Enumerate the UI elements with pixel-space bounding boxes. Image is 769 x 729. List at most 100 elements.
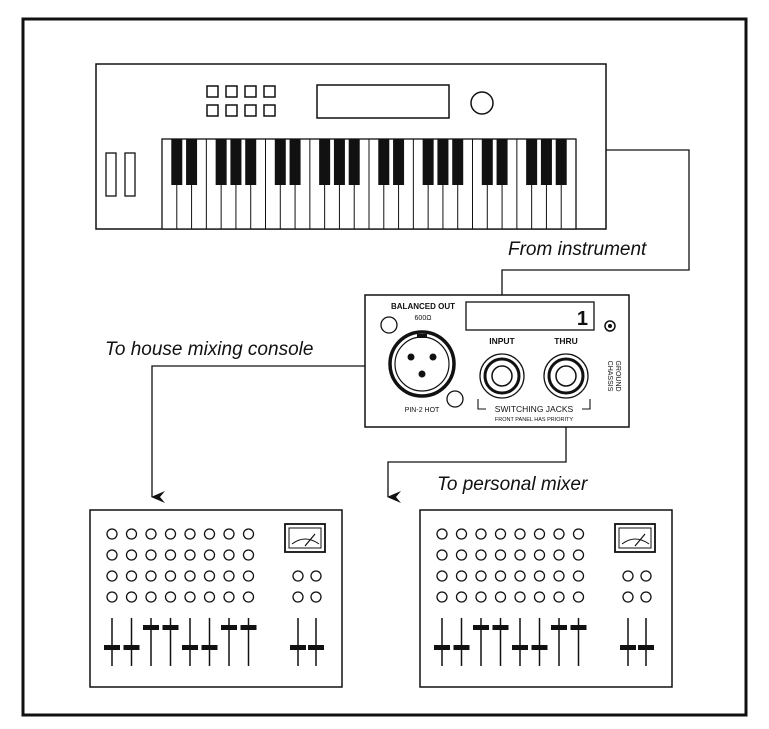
front-panel-priority-label: FRONT PANEL HAS PRIORITY xyxy=(495,417,573,423)
keyboard-button xyxy=(206,85,219,98)
di-box: BALANCED OUT 600Ω PIN-2 HOT 1 INPUT THRU xyxy=(364,294,630,428)
channel-knob xyxy=(203,549,216,561)
channel-knob xyxy=(125,549,138,561)
channel-knob xyxy=(572,570,585,582)
channel-knob xyxy=(553,549,565,561)
channel-knob xyxy=(436,570,448,582)
black-key xyxy=(230,139,242,185)
channel-knob xyxy=(572,549,585,561)
thru-jack[interactable] xyxy=(543,353,589,399)
channel-knob xyxy=(572,528,585,540)
channel-knob xyxy=(203,570,216,582)
channel-knob xyxy=(106,528,118,540)
fader-cap xyxy=(453,645,470,650)
fader-cap xyxy=(240,625,257,630)
level-meter-face xyxy=(288,527,322,549)
keyboard-button xyxy=(244,85,257,98)
channel-knob xyxy=(145,528,157,540)
fader-cap xyxy=(512,645,528,650)
fader-cap xyxy=(473,625,489,630)
channel-knob xyxy=(164,591,177,603)
black-key xyxy=(422,139,434,185)
channel-knob xyxy=(184,528,196,540)
channel-knob xyxy=(164,528,177,540)
keyboard-knob xyxy=(470,91,494,115)
pitch-wheel-right xyxy=(124,152,136,197)
level-meter-face xyxy=(618,527,652,549)
black-key xyxy=(378,139,390,185)
impedance-label: 600Ω xyxy=(415,315,432,322)
black-key xyxy=(393,139,405,185)
meter-needle xyxy=(304,533,316,547)
xlr-output-connector[interactable] xyxy=(388,330,456,398)
master-knob xyxy=(622,591,634,603)
channel-knob xyxy=(203,528,216,540)
black-key xyxy=(540,139,552,185)
channel-knob xyxy=(455,528,468,540)
channel-knob xyxy=(125,570,138,582)
channel-knob xyxy=(203,591,216,603)
black-key xyxy=(274,139,286,185)
black-key xyxy=(171,139,183,185)
channel-knob xyxy=(184,570,196,582)
channel-knob xyxy=(106,591,118,603)
master-knob xyxy=(310,591,322,603)
master-knob xyxy=(310,570,322,582)
channel-knob xyxy=(223,570,235,582)
display-value: 1 xyxy=(577,308,588,330)
pitch-wheel-left xyxy=(105,152,117,197)
channel-knob xyxy=(436,591,448,603)
keyboard-button xyxy=(225,104,238,117)
channel-knob xyxy=(572,591,585,603)
cable-to-house-console xyxy=(151,365,392,503)
channel-knob xyxy=(514,570,526,582)
black-keys xyxy=(171,139,567,185)
master-knob xyxy=(622,570,634,582)
channel-knob xyxy=(145,570,157,582)
fader-cap xyxy=(531,645,548,650)
channel-knob xyxy=(475,570,487,582)
input-label: INPUT xyxy=(489,336,515,346)
keyboard-button xyxy=(263,104,276,117)
channel-knob xyxy=(514,549,526,561)
ground-label: GROUND xyxy=(614,360,621,391)
channel-knob xyxy=(514,591,526,603)
fader-cap xyxy=(143,625,159,630)
channel-knob xyxy=(475,528,487,540)
fader-cap xyxy=(434,645,450,650)
channel-knob xyxy=(223,591,235,603)
channel-knob xyxy=(475,591,487,603)
master-fader-cap xyxy=(638,645,654,650)
channel-knob xyxy=(455,549,468,561)
to-house-console-label: To house mixing console xyxy=(105,339,313,360)
fader-cap xyxy=(492,625,509,630)
black-key xyxy=(555,139,567,185)
master-knob xyxy=(640,570,652,582)
channel-knob xyxy=(533,570,546,582)
channel-display xyxy=(465,301,595,331)
to-personal-mixer-label: To personal mixer xyxy=(437,474,588,495)
keyboard-button xyxy=(206,104,219,117)
channel-knob xyxy=(125,528,138,540)
input-jack[interactable] xyxy=(479,353,525,399)
house-mixing-console xyxy=(89,509,343,688)
channel-knob xyxy=(184,549,196,561)
channel-knob xyxy=(553,528,565,540)
black-key xyxy=(452,139,464,185)
master-knob xyxy=(292,591,304,603)
keyboard-button xyxy=(225,85,238,98)
channel-knob xyxy=(533,528,546,540)
master-fader-cap xyxy=(620,645,636,650)
keyboard-instrument xyxy=(95,63,607,230)
outer-frame xyxy=(21,17,748,717)
channel-knob xyxy=(125,591,138,603)
channel-knob xyxy=(145,591,157,603)
black-key xyxy=(437,139,449,185)
black-key xyxy=(215,139,227,185)
channel-knob xyxy=(145,549,157,561)
channel-knob xyxy=(106,570,118,582)
channel-knob xyxy=(553,591,565,603)
switching-jacks-label: SWITCHING JACKS xyxy=(495,404,574,414)
thru-label: THRU xyxy=(554,336,578,346)
